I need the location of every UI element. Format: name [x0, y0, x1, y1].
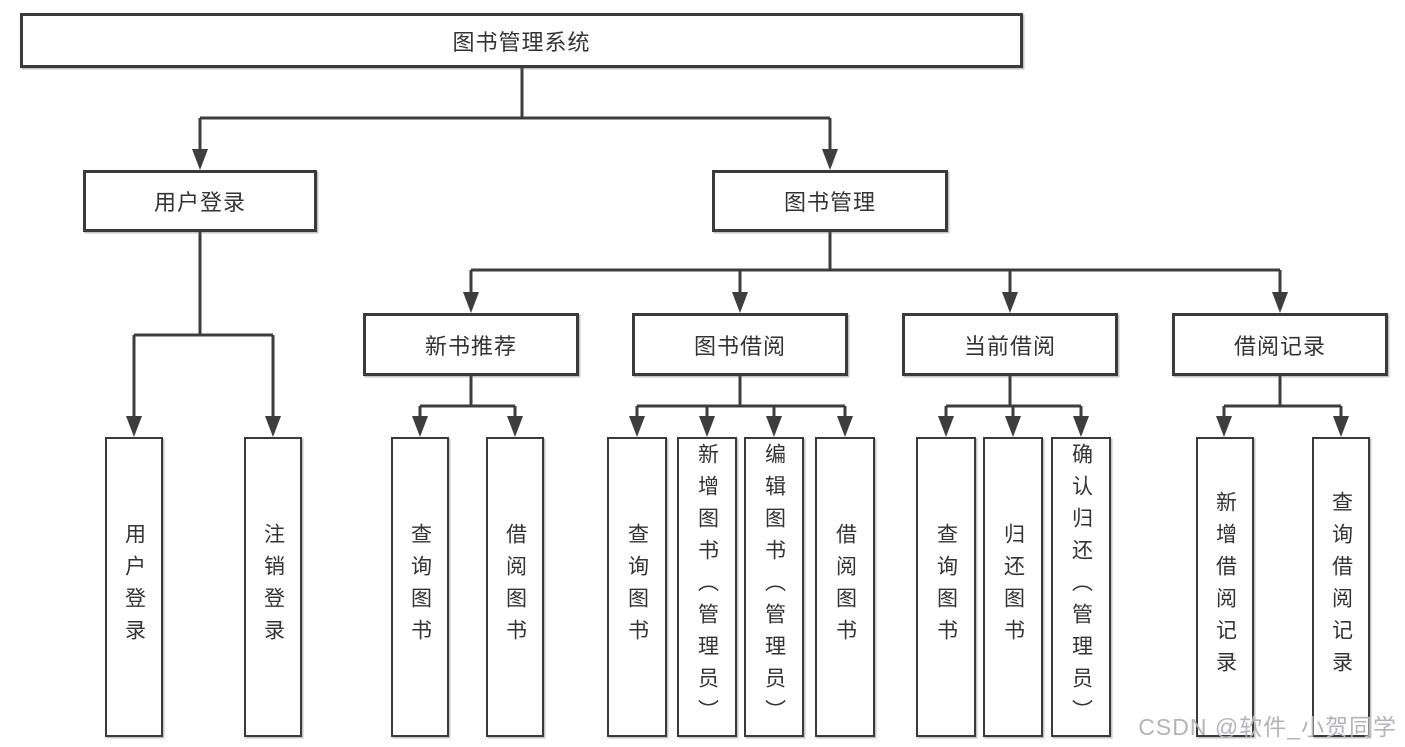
leaf-label: 查询借阅记录: [1329, 491, 1353, 683]
node-add-borrow-record: 新增借阅记录: [1196, 437, 1254, 737]
node-query-books-recommend: 查询图书: [391, 437, 449, 737]
node-user-login: 用户登录: [83, 170, 317, 232]
leaf-label: 借阅图书: [833, 523, 857, 651]
node-confirm-return-admin: 确认归还（管理员）: [1051, 437, 1111, 737]
arrowheads: [126, 149, 1349, 437]
node-new-book-recommend: 新书推荐: [363, 313, 579, 376]
node-borrow-books-leaf: 借阅图书: [815, 437, 875, 737]
leaf-label: 归还图书: [1001, 523, 1025, 651]
leaf-label: 借阅图书: [503, 523, 527, 651]
node-borrow-records: 借阅记录: [1172, 313, 1388, 376]
csdn-watermark: CSDN @软件_小贺同学: [1138, 714, 1397, 740]
node-library-system: 图书管理系统: [20, 13, 1023, 68]
leaf-label: 确认归还（管理员）: [1069, 443, 1093, 731]
leaf-label: 查询图书: [408, 523, 432, 651]
leaf-label: 注销登录: [261, 523, 285, 651]
leaf-label: 新增借阅记录: [1213, 491, 1237, 683]
node-edit-books-admin: 编辑图书（管理员）: [744, 437, 804, 737]
node-query-books-borrow: 查询图书: [607, 437, 667, 737]
node-borrow-books-recommend: 借阅图书: [486, 437, 544, 737]
node-return-books: 归还图书: [983, 437, 1043, 737]
node-query-books-current: 查询图书: [916, 437, 976, 737]
node-add-books-admin: 新增图书（管理员）: [677, 437, 737, 737]
node-user-login-leaf: 用户登录: [105, 437, 163, 737]
node-logout-leaf: 注销登录: [244, 437, 302, 737]
leaf-label: 用户登录: [122, 523, 146, 651]
node-book-borrow: 图书借阅: [632, 313, 848, 376]
leaf-label: 查询图书: [934, 523, 958, 651]
node-current-borrow: 当前借阅: [902, 313, 1118, 376]
node-query-borrow-record: 查询借阅记录: [1312, 437, 1370, 737]
leaf-label: 新增图书（管理员）: [695, 443, 719, 731]
leaf-label: 查询图书: [625, 523, 649, 651]
leaf-label: 编辑图书（管理员）: [762, 443, 786, 731]
node-book-management: 图书管理: [712, 170, 948, 232]
connector-paths: [132, 66, 1343, 423]
